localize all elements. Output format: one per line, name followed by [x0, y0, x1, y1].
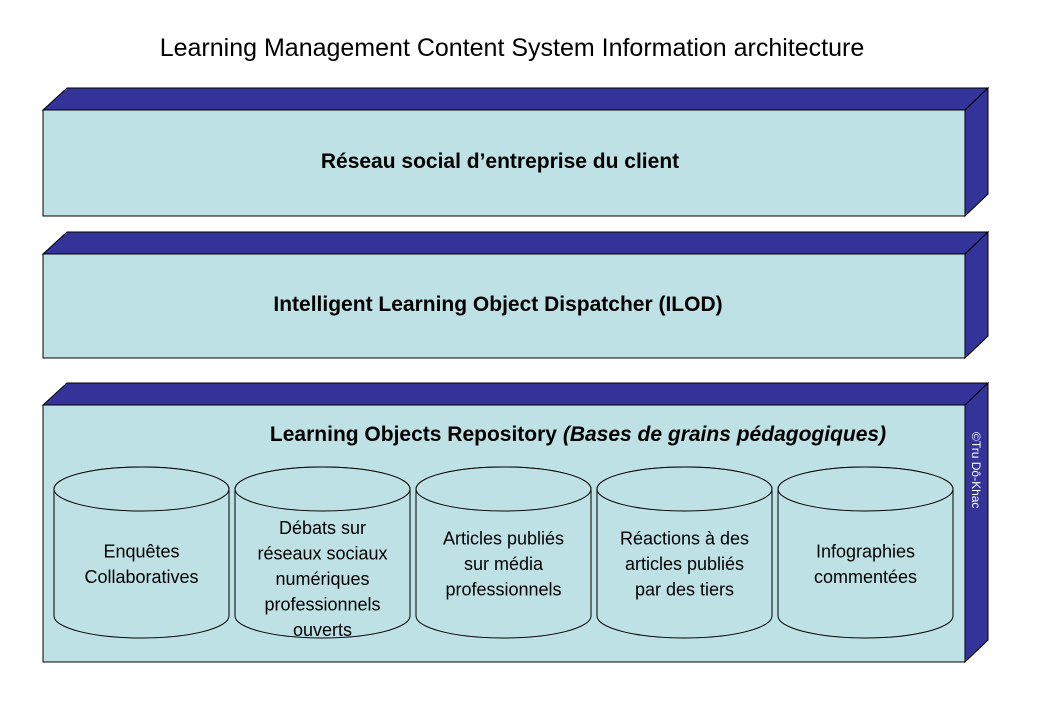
cylinder-label-line: ouverts: [293, 620, 352, 640]
cylinder-label-line: Collaboratives: [84, 567, 198, 587]
cylinder-top: [53, 466, 230, 512]
database-cylinder: Débats sur réseaux sociaux numériques profe…: [234, 466, 411, 640]
layer-repository-top: [41, 382, 990, 406]
cylinder-label-line: Réactions à des: [620, 529, 749, 549]
cylinder-label: Débats sur réseaux sociaux numériques profe…: [257, 518, 387, 640]
cylinder-label-line: numériques: [275, 569, 369, 589]
layer-dispatcher: Intelligent Learning Object Dispatcher (…: [41, 230, 990, 360]
cylinder-label-line: Articles publiés: [443, 529, 564, 549]
layer-dispatcher-side: [964, 230, 989, 360]
cylinder-top: [596, 466, 773, 512]
database-cylinder: Articles publiés sur média professionnels: [415, 466, 592, 639]
cylinder-label-line: par des tiers: [635, 580, 734, 600]
cylinder-label: Articles publiés sur média professionnels: [443, 529, 564, 600]
cylinder-label-line: sur média: [464, 554, 544, 574]
cylinder-label-line: Infographies: [816, 541, 915, 561]
cylinder-label-line: commentées: [814, 567, 917, 587]
layer-repository-side: [964, 381, 989, 664]
layer-dispatcher-label: Intelligent Learning Object Dispatcher (…: [273, 293, 722, 316]
repository-label-main: Learning Objects Repository: [270, 423, 563, 446]
cylinder-top: [234, 466, 411, 512]
database-cylinder: Infographies commentées: [777, 466, 954, 639]
cylinder-label-line: réseaux sociaux: [257, 544, 387, 564]
copyright-text: ©Tru Dô-Khac: [969, 432, 983, 508]
database-cylinder: Réactions à des articles publiés par des t…: [596, 466, 773, 639]
cylinder-label: Réactions à des articles publiés par des t…: [620, 529, 749, 600]
cylinder-label-line: professionnels: [264, 595, 380, 615]
layer-social-network: Réseau social d’entreprise du client: [41, 86, 990, 218]
cylinder-top: [777, 466, 954, 512]
cylinder-label-line: Débats sur: [279, 518, 366, 538]
diagram-title: Learning Management Content System Infor…: [160, 34, 865, 62]
layer-dispatcher-top: [41, 231, 990, 255]
cylinder-top: [415, 466, 592, 512]
cylinder-label-line: professionnels: [445, 580, 561, 600]
cylinder-label: Infographies commentées: [814, 541, 917, 587]
repository-label-italic: (Bases de grains pédagogiques): [563, 423, 886, 446]
cylinder-label-line: Enquêtes: [103, 541, 179, 561]
layer-social-face: [42, 109, 966, 217]
layer-dispatcher-face: [42, 253, 966, 359]
layer-repository-label: Learning Objects Repository (Bases de gr…: [270, 423, 886, 446]
layer-social-side: [964, 86, 989, 218]
cylinder-label-line: articles publiés: [625, 554, 744, 574]
layer-social-label: Réseau social d’entreprise du client: [321, 150, 679, 173]
layer-social-top: [41, 87, 990, 111]
